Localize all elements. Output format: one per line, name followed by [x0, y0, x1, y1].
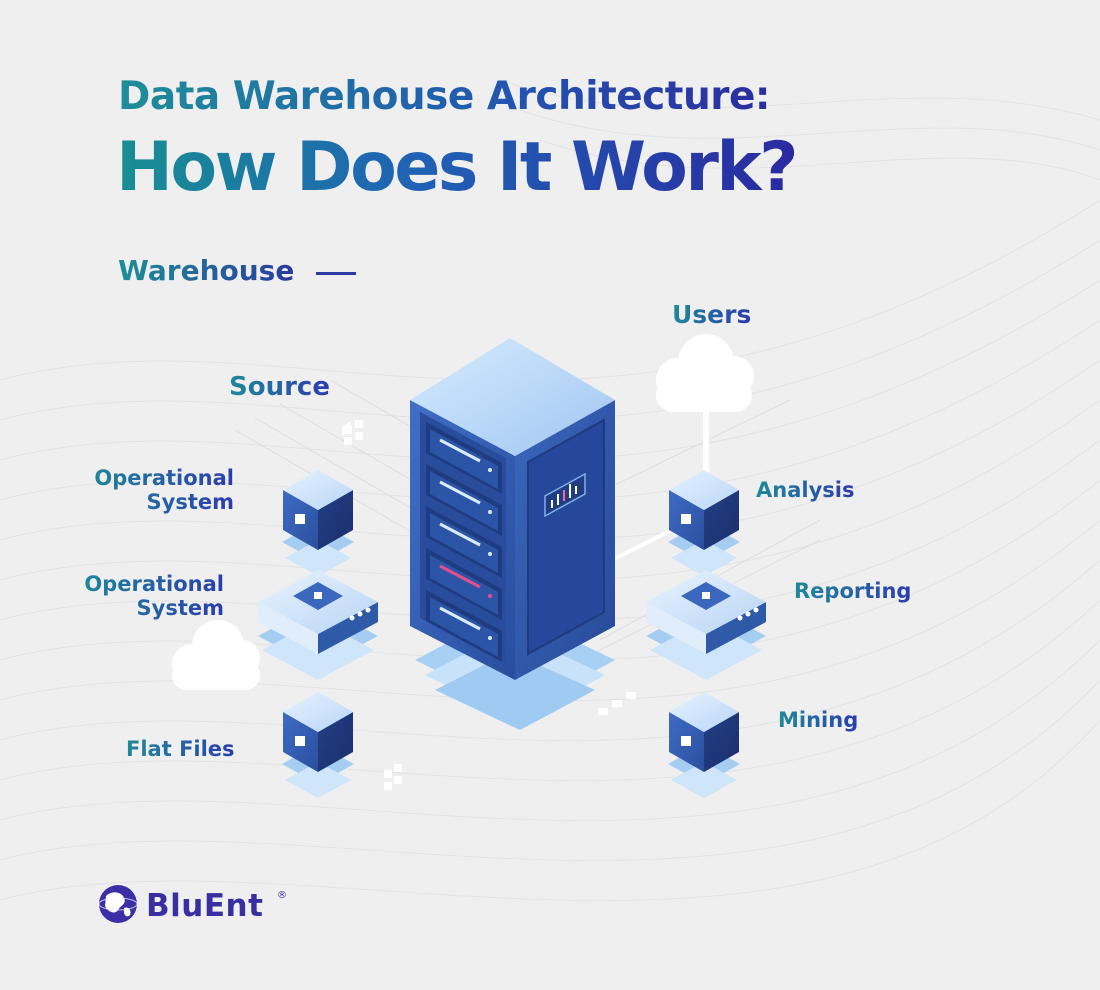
user-item-analysis: Analysis: [756, 478, 855, 502]
cube-icon: [668, 692, 740, 798]
section-label: Warehouse: [118, 254, 295, 287]
source-item-3: Flat Files: [126, 737, 235, 761]
globe-icon: [98, 885, 138, 923]
brand-registered-mark: ®: [277, 890, 287, 901]
cloud-icon: [656, 334, 754, 412]
source-item-1-line-2: System: [84, 490, 234, 514]
title-line-1: Data Warehouse Architecture:: [118, 74, 771, 119]
cube-icon: [282, 692, 354, 798]
cube-icon: [282, 470, 354, 576]
source-item-1: Operational System: [84, 466, 234, 514]
server-rack-icon: [410, 338, 615, 730]
user-item-mining: Mining: [778, 708, 859, 732]
brand-logo-text: BluEnt: [146, 888, 264, 924]
server-connector: [611, 528, 673, 562]
cloud-icon: [172, 620, 260, 690]
users-heading: Users: [672, 300, 752, 329]
source-item-2-line-1: Operational: [74, 572, 224, 596]
source-item-1-line-1: Operational: [84, 466, 234, 490]
source-item-2-line-2: System: [74, 596, 224, 620]
decor-squares: [342, 420, 636, 790]
bar-chart-icon: [544, 472, 586, 518]
router-icon: [258, 570, 378, 680]
source-heading: Source: [229, 372, 330, 402]
source-item-2: Operational System: [74, 572, 224, 620]
user-item-reporting: Reporting: [794, 579, 912, 603]
section-dash: [316, 272, 356, 275]
cube-icon: [668, 470, 740, 576]
title-line-2: How Does It Work?: [116, 128, 799, 207]
router-icon: [646, 570, 766, 680]
